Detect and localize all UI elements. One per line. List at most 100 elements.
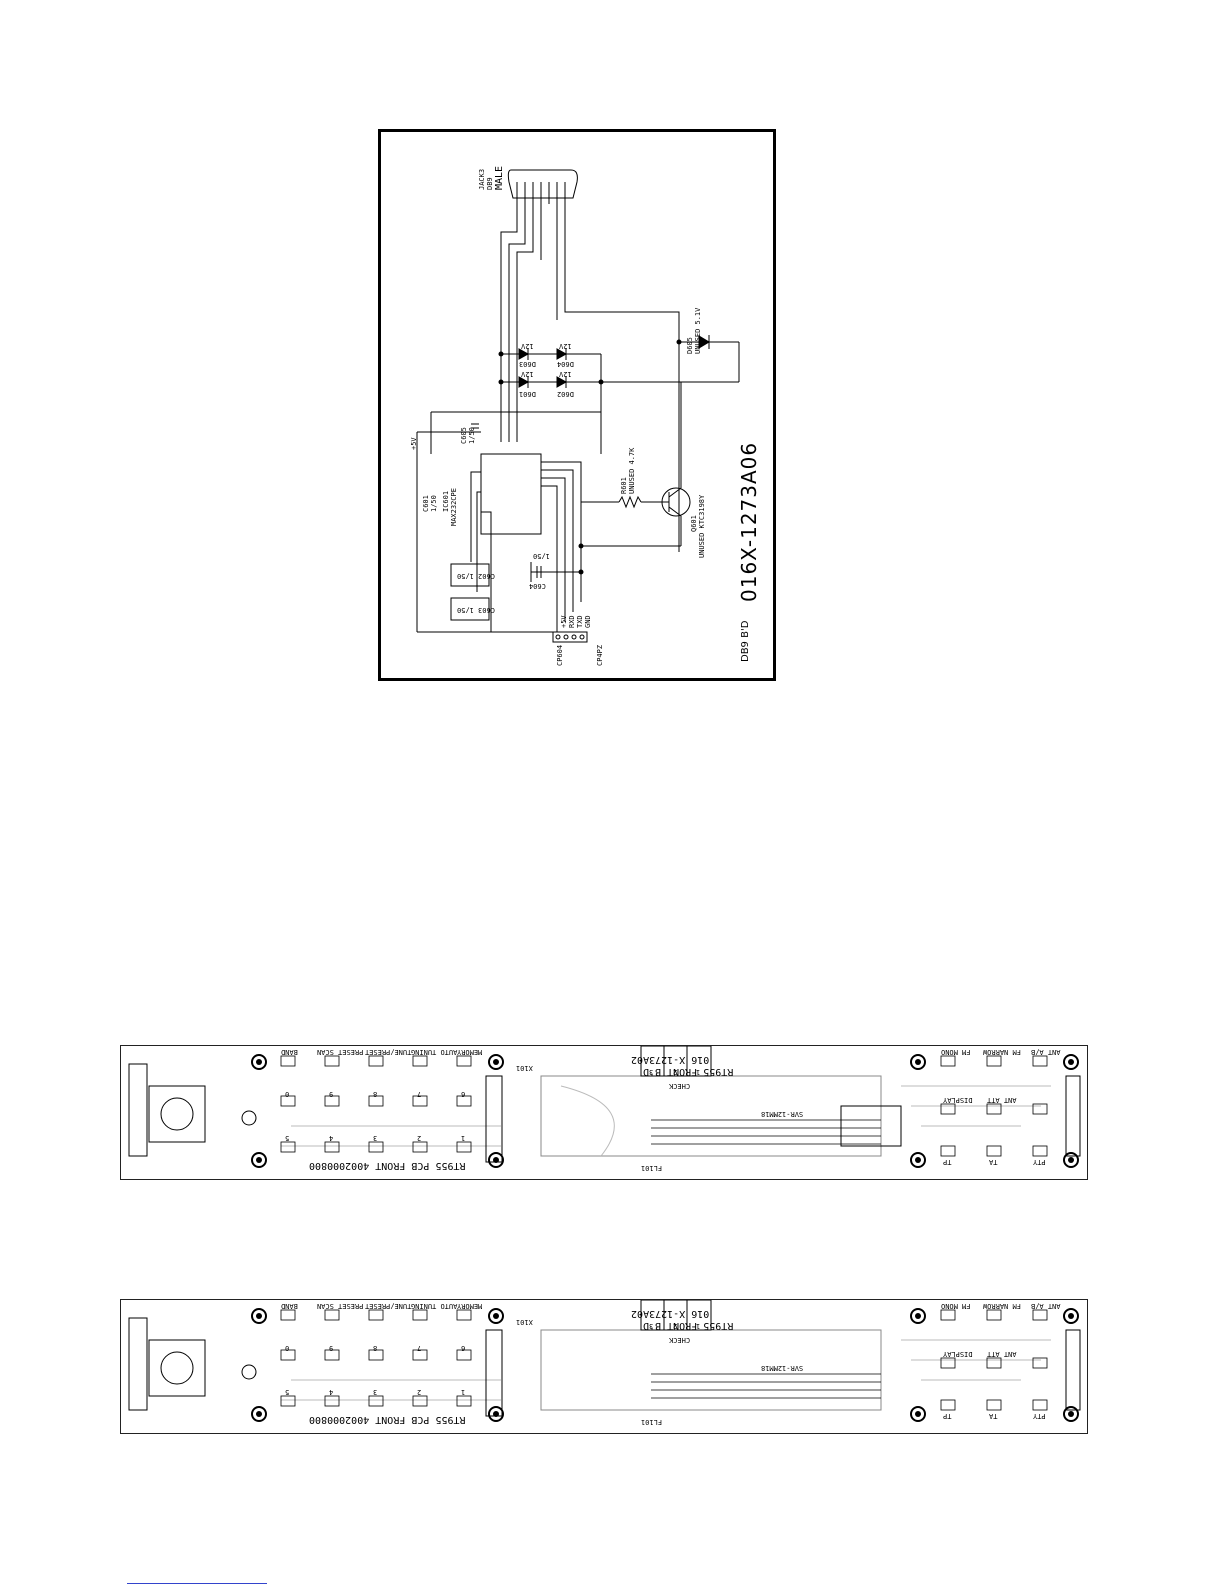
- cap-c602-label: C602 1/50: [457, 572, 495, 580]
- c602-box: [450, 563, 490, 587]
- pcb2-top-title: RT955 FRONT B'D: [643, 1320, 734, 1331]
- pcb1-display-part: SVR-12MM18: [761, 1110, 804, 1118]
- pcb1-label-tp: TP: [943, 1158, 952, 1166]
- diode-d602-label: D602: [557, 390, 574, 398]
- pcb2-num-2: 2: [417, 1388, 422, 1396]
- pcb-board-2-artwork: [128, 1300, 1081, 1422]
- pcb1-label-memory: MEMORY: [457, 1048, 483, 1056]
- cap-c604-value: 1/50: [533, 552, 550, 560]
- pcb1-label-band: BAND: [281, 1048, 298, 1056]
- pcb2-num-6: 6: [461, 1344, 466, 1352]
- pcb2-num-1: 1: [461, 1388, 466, 1396]
- pcb1-crystal-ref: X101: [516, 1064, 533, 1072]
- pcb2-label-ta: TA: [989, 1412, 998, 1420]
- pcb2-check-pin-3: 3: [649, 1322, 654, 1330]
- pcb1-label-ant-ab: ANT A/B: [1031, 1048, 1061, 1056]
- pcb1-check-pin-3: 3: [649, 1068, 654, 1076]
- pcb1-check-pin-2: 2: [673, 1068, 678, 1076]
- header-pin-2: RXD: [568, 615, 576, 628]
- pcb1-num-1: 1: [461, 1134, 466, 1142]
- diode-d602-voltage: 12V: [559, 370, 572, 378]
- header-pin-3: TXD: [576, 615, 584, 628]
- pcb2-check-pin-1: 1: [696, 1322, 701, 1330]
- schematic-title-code: 016X-1273A06: [737, 441, 761, 602]
- zener-ref-label: D605: [686, 337, 694, 354]
- header-pin-4: GND: [584, 615, 592, 628]
- pcb2-num-4: 4: [329, 1388, 334, 1396]
- pcb2-num-8: 8: [373, 1344, 378, 1352]
- pcb2-display-ref: FL101: [641, 1418, 663, 1426]
- pcb1-num-3: 3: [373, 1134, 378, 1142]
- pcb2-label-fm-narrow: FM NARROW: [983, 1302, 1021, 1310]
- pcb1-num-4: 4: [329, 1134, 334, 1142]
- pcb1-label-pty: PTY: [1033, 1158, 1046, 1166]
- c603-box: [450, 597, 490, 621]
- header-pin-1: +5V: [560, 615, 568, 628]
- pcb1-num-8: 8: [373, 1090, 378, 1098]
- ic-ref-label: IC601: [442, 490, 450, 512]
- r601-symbol: [618, 495, 642, 509]
- cap-c601-value: 1/50: [430, 495, 438, 512]
- pcb2-check-label: CHECK: [669, 1336, 691, 1344]
- pcb1-num-0: 0: [285, 1090, 290, 1098]
- pcb1-num-5: 5: [285, 1134, 290, 1142]
- pcb2-label-memory: MEMORY: [457, 1302, 483, 1310]
- pcb-board-2: RT955 FRONT B'D 016 X-1273A02 RT955 PCB …: [120, 1299, 1088, 1434]
- pcb1-bottom-title: RT955 PCB FRONT 4002000800: [309, 1160, 466, 1171]
- connector-jack-label: JACK3: [478, 168, 486, 190]
- pcb2-label-display: DISPLAY: [943, 1350, 973, 1358]
- pcb1-part-code: 016 X-1273A02: [631, 1054, 710, 1065]
- pcb2-crystal-ref: X101: [516, 1318, 533, 1326]
- pcb2-label-tp: TP: [943, 1412, 952, 1420]
- pcb1-label-ta: TA: [989, 1158, 998, 1166]
- pcb1-num-7: 7: [417, 1090, 422, 1098]
- ic601-body: [480, 453, 542, 535]
- pcb2-label-preset-scan: PRESET SCAN: [317, 1302, 364, 1310]
- pcb1-label-auto-tuning: AUTO TUNING: [411, 1048, 458, 1056]
- pcb1-check-label: CHECK: [669, 1082, 691, 1090]
- pcb2-part-code: 016 X-1273A02: [631, 1308, 710, 1319]
- transistor-ref-label: Q601: [690, 515, 698, 532]
- pcb1-label-tune-preset: TUNE/PRESET: [365, 1048, 412, 1056]
- resistor-ref-label: R601: [620, 477, 628, 494]
- transistor-value-label: UNUSED KTC3198Y: [698, 494, 706, 558]
- pcb-board-1: RT955 FRONT B'D 016 X-1273A02 RT955 PCB …: [120, 1045, 1088, 1180]
- schematic-wiring: [416, 169, 740, 643]
- schematic-board-name: DB9 B'D: [740, 620, 751, 662]
- footer-link-underline[interactable]: [127, 1583, 267, 1584]
- diode-d601-label: D601: [519, 390, 536, 398]
- cap-c603-label: C603 1/50: [457, 606, 495, 614]
- pcb2-label-tune-preset: TUNE/PRESET: [365, 1302, 412, 1310]
- pcb1-label-preset-scan: PRESET SCAN: [317, 1048, 364, 1056]
- connector-gender-label: MALE: [494, 165, 505, 190]
- pcb1-label-ant-att: ANT ATT: [987, 1096, 1017, 1104]
- pcb2-label-band: BAND: [281, 1302, 298, 1310]
- pcb1-top-title: RT955 FRONT B'D: [643, 1066, 734, 1077]
- header-ref-bottom: CP4PZ: [596, 644, 604, 666]
- cap-c605-value: 1/50: [468, 427, 476, 444]
- pcb1-check-pin-1: 1: [696, 1068, 701, 1076]
- cap-c604-label: C604: [529, 582, 546, 590]
- pcb2-num-5: 5: [285, 1388, 290, 1396]
- pcb2-label-pty: PTY: [1033, 1412, 1046, 1420]
- pcb2-num-3: 3: [373, 1388, 378, 1396]
- supply-label: +5V: [410, 437, 418, 450]
- zener-value-label: UNUSED 5.1V: [694, 307, 702, 354]
- pcb1-num-9: 9: [329, 1090, 334, 1098]
- pcb1-num-2: 2: [417, 1134, 422, 1142]
- diode-d603-voltage: 12V: [521, 342, 534, 350]
- diode-d601-voltage: 12V: [521, 370, 534, 378]
- pcb2-label-ant-att: ANT ATT: [987, 1350, 1017, 1358]
- schematic-frame: JACK3 DB9 MALE D605 UNUSED 5.1V D603 12V…: [378, 129, 776, 681]
- pcb2-num-0: 0: [285, 1344, 290, 1352]
- pcb2-label-ant-ab: ANT A/B: [1031, 1302, 1061, 1310]
- db9-connector-shell: [507, 169, 578, 199]
- pcb1-num-6: 6: [461, 1090, 466, 1098]
- pcb1-label-display: DISPLAY: [943, 1096, 973, 1104]
- diode-d604-label: D604: [557, 360, 574, 368]
- pcb2-label-fm-mono: FM MONO: [941, 1302, 971, 1310]
- pcb2-bottom-title: RT955 PCB FRONT 4002000800: [309, 1414, 466, 1425]
- diode-d603-label: D603: [519, 360, 536, 368]
- header-ref-top: CP604: [556, 644, 564, 666]
- pcb2-num-7: 7: [417, 1344, 422, 1352]
